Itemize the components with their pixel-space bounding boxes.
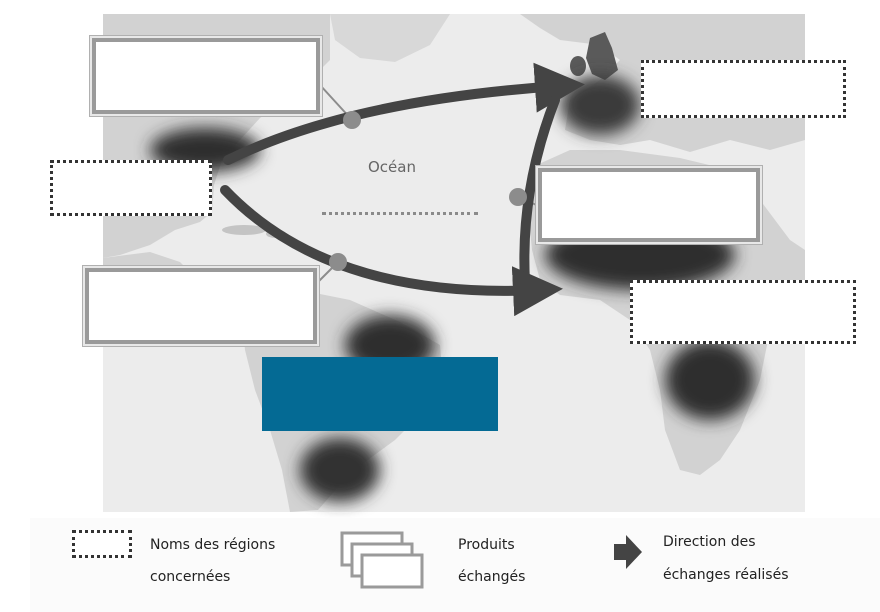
legend-regions-line2: concernées xyxy=(150,569,231,585)
region-box-africa[interactable] xyxy=(630,280,856,344)
region-box-north-america[interactable] xyxy=(50,160,212,216)
ireland-land xyxy=(570,56,586,76)
product-box-north-america[interactable] xyxy=(92,38,320,114)
ocean-name-blank xyxy=(322,212,478,215)
region-box-europe[interactable] xyxy=(641,60,846,118)
legend-direction-line2: échanges réalisés xyxy=(663,567,789,583)
route-node xyxy=(343,111,361,129)
legend-products-line1: Produits xyxy=(458,537,515,553)
product-box-south-america[interactable] xyxy=(85,268,317,344)
highlight-box[interactable] xyxy=(262,357,498,431)
arrow-america-to-europe xyxy=(223,62,585,165)
legend-background xyxy=(30,518,880,612)
ocean-label: Océan xyxy=(368,158,416,176)
arrow-right-icon xyxy=(614,535,642,569)
stacked-boxes-icon xyxy=(340,531,424,589)
greenland-land xyxy=(330,14,450,62)
route-node xyxy=(509,188,527,206)
arrow-europe-to-africa xyxy=(519,95,560,287)
arrow-america-to-africa xyxy=(220,185,563,317)
product-box-africa[interactable] xyxy=(538,168,760,242)
route-node xyxy=(329,253,347,271)
legend-dotted-box-icon xyxy=(72,530,132,558)
legend-products-line2: échangés xyxy=(458,569,526,585)
legend-direction-line1: Direction des xyxy=(663,534,756,550)
legend-regions-line1: Noms des régions xyxy=(150,537,276,553)
british-isles-land xyxy=(586,32,618,80)
caribbean-island xyxy=(222,225,266,235)
